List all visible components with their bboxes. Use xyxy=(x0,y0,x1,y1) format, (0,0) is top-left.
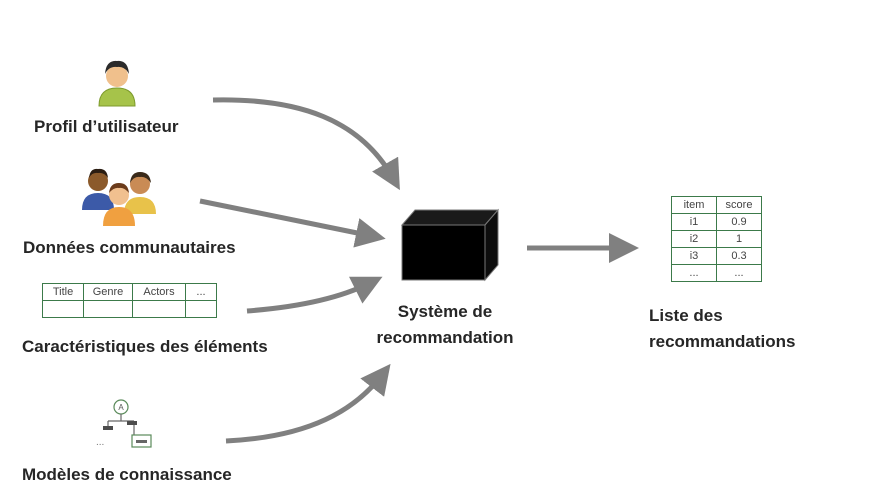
label-knowledge-models: Modèles de connaissance xyxy=(22,465,232,484)
rec-cell-item: ... xyxy=(671,264,717,282)
user-icon xyxy=(98,60,136,107)
community-icon xyxy=(82,168,156,226)
svg-text:...: ... xyxy=(96,437,104,448)
recommendation-table: item score i1 0.9 i2 1 i3 0.3 ... ... xyxy=(671,196,762,282)
rec-header-item: item xyxy=(671,196,717,214)
rec-cell-score: ... xyxy=(716,264,762,282)
features-cell xyxy=(185,300,217,318)
table-row: ... ... xyxy=(671,264,762,282)
features-cell xyxy=(42,300,84,318)
rec-cell-score: 1 xyxy=(716,230,762,248)
rec-cell-item: i2 xyxy=(671,230,717,248)
rec-cell-score: 0.3 xyxy=(716,247,762,265)
features-cell xyxy=(132,300,186,318)
output-label-line2: recommandations xyxy=(649,332,796,351)
table-row: i2 1 xyxy=(671,230,762,248)
rec-header-score: score xyxy=(716,196,762,214)
rec-table-header-row: item score xyxy=(671,196,762,214)
rec-cell-item: i3 xyxy=(671,247,717,265)
features-cell xyxy=(83,300,133,318)
arrow-features-to-system xyxy=(246,276,383,314)
arrow-profile-to-system xyxy=(212,97,400,191)
rec-cell-score: 0.9 xyxy=(716,213,762,231)
knowledge-model-icon: A ... xyxy=(96,399,152,448)
features-header-title: Title xyxy=(42,283,84,301)
arrow-community-to-system xyxy=(199,198,386,248)
arrow-knowledge-to-system xyxy=(225,363,391,444)
output-label-line1: Liste des xyxy=(649,306,723,325)
black-box-icon xyxy=(400,208,500,282)
system-label-line2: recommandation xyxy=(376,328,514,347)
features-header-actors: Actors xyxy=(132,283,186,301)
output-label: Liste des recommandations xyxy=(649,305,795,353)
system-label-line1: Système de xyxy=(397,302,493,321)
label-community-data: Données communautaires xyxy=(23,238,236,257)
table-row: i1 0.9 xyxy=(671,213,762,231)
features-header-more: ... xyxy=(185,283,217,301)
label-user-profile: Profil d’utilisateur xyxy=(34,117,179,136)
features-table-icon: Title Genre Actors ... xyxy=(42,283,217,318)
table-row: i3 0.3 xyxy=(671,247,762,265)
system-label: Système de recommandation xyxy=(360,301,530,349)
features-header-genre: Genre xyxy=(83,283,133,301)
label-item-features: Caractéristiques des éléments xyxy=(22,337,268,356)
svg-text:A: A xyxy=(118,403,124,412)
rec-cell-item: i1 xyxy=(671,213,717,231)
